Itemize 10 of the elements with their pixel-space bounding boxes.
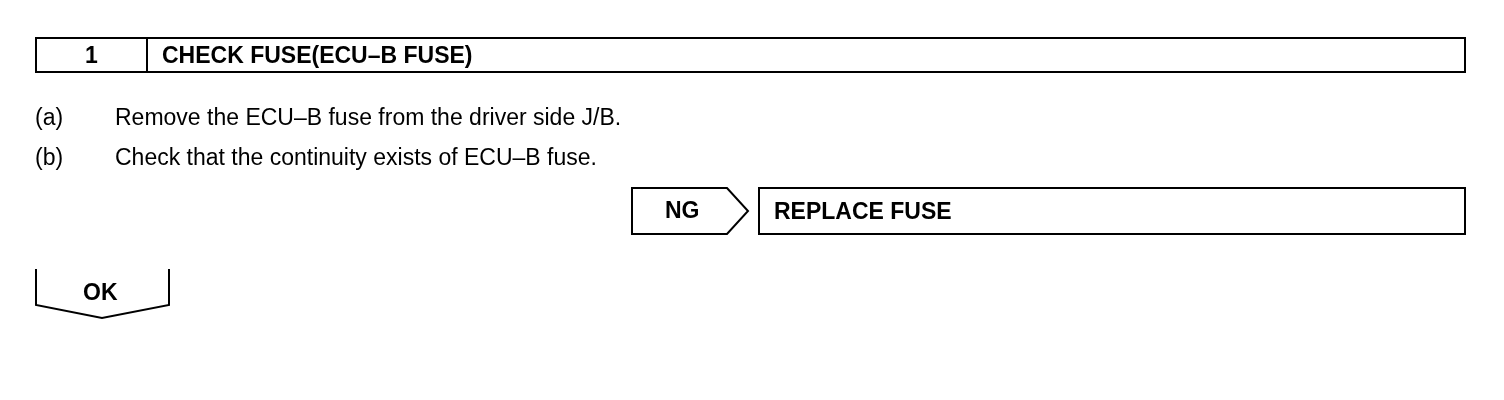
- instruction-text: Remove the ECU–B fuse from the driver side J/B.: [115, 104, 622, 131]
- step-letter: (b): [35, 144, 65, 171]
- step-title: CHECK FUSE(ECU–B FUSE): [161, 41, 473, 69]
- ok-arrow-tag: OK: [35, 268, 170, 319]
- ng-arrow-tag: NG: [631, 187, 749, 235]
- result-box: REPLACE FUSE: [758, 187, 1466, 235]
- instruction-text: Check that the continuity exists of ECU–B fuse.: [115, 144, 597, 171]
- step-letter: (a): [35, 104, 65, 131]
- step-header: [35, 37, 1466, 73]
- step-number: 1: [37, 39, 148, 71]
